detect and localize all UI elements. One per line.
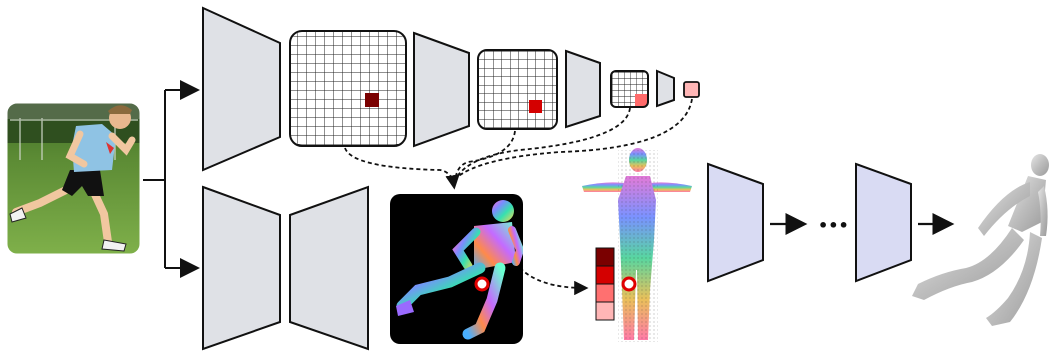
encoder-block-1 <box>202 6 281 172</box>
bottom-encoder-decoder <box>202 185 369 351</box>
iuv-map-image-icon <box>396 200 523 340</box>
feature-column-cell <box>595 265 615 285</box>
feature-grid-3 <box>610 70 649 108</box>
regressor-block-1 <box>707 162 764 283</box>
feature-grid-2 <box>477 49 558 130</box>
sampled-feature-column <box>595 247 615 321</box>
regressor-block-2 <box>855 162 912 283</box>
feature-cell-global <box>683 81 700 98</box>
decoder-block-bottom <box>289 185 369 351</box>
encoder-block-2 <box>413 31 470 148</box>
ellipsis-dots: ••• <box>818 216 849 235</box>
feature-grid-1 <box>289 30 407 147</box>
colored-body-mesh-icon <box>582 148 692 342</box>
encoder-block-bottom <box>202 185 281 351</box>
regressor-chain: ••• <box>707 162 955 283</box>
top-encoder-pyramid <box>202 6 700 172</box>
encoder-block-4 <box>656 69 675 108</box>
iuv-keypoint-marker <box>474 276 490 292</box>
feature-column-cell <box>595 247 615 267</box>
photo-thumbnail-runner-icon <box>9 105 136 252</box>
feature-column-cell <box>595 283 615 303</box>
input-photo <box>6 102 141 255</box>
feature-cell-highlight-3 <box>635 94 647 106</box>
feature-cell-highlight-2 <box>529 100 542 113</box>
feature-column-cell <box>595 301 615 321</box>
encoder-block-3 <box>565 49 601 129</box>
input-branch-connector <box>143 80 200 278</box>
mesh-keypoint-marker <box>621 276 637 292</box>
gray-body-mesh-icon <box>912 154 1049 326</box>
feature-sampling-arrows <box>344 98 693 296</box>
iuv-map <box>390 194 523 344</box>
feature-cell-highlight-1 <box>365 93 379 107</box>
